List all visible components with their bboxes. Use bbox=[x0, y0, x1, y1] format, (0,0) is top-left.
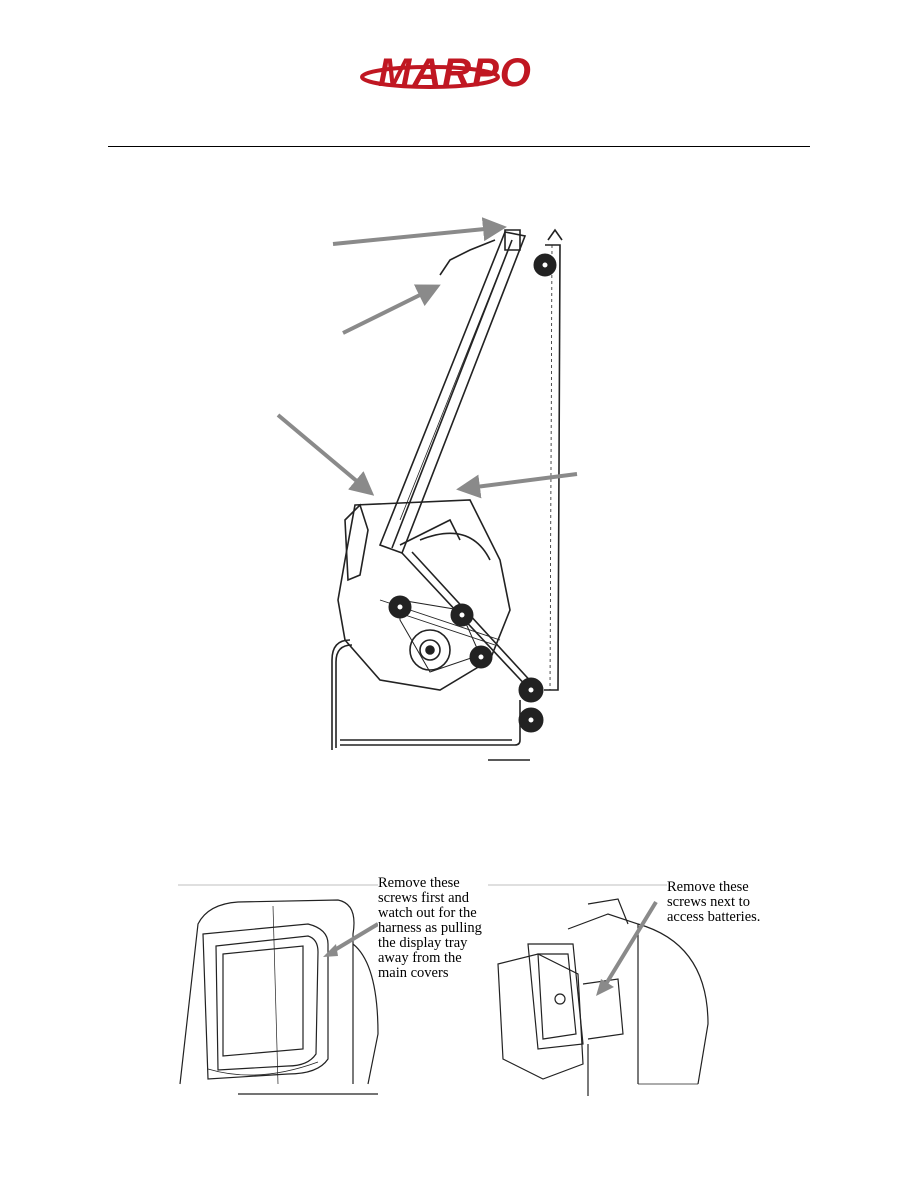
arrow-battery-screws-icon bbox=[604, 900, 658, 986]
battery-access-diagram bbox=[488, 884, 709, 1096]
logo-swoosh-icon bbox=[360, 65, 500, 89]
brand-logo: MARPO bbox=[378, 51, 532, 95]
caption-remove-battery-screws: Remove these screws next to access batte… bbox=[667, 880, 787, 925]
battery-access-panel bbox=[488, 884, 788, 1096]
header-divider bbox=[108, 146, 810, 147]
display-tray-panel bbox=[178, 884, 488, 1096]
display-tray-diagram bbox=[178, 884, 380, 1095]
machine-diagram bbox=[331, 228, 563, 761]
caption-remove-display-screws: Remove these screws first and watch out … bbox=[378, 876, 498, 981]
